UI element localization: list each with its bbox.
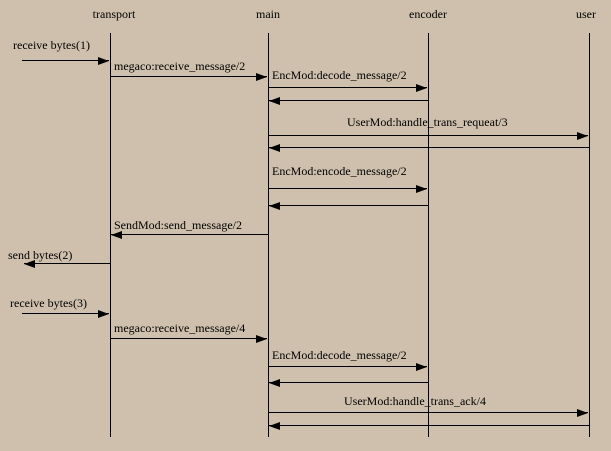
message-label-main-to-user: UserMod:handle_trans_ack/4 <box>344 394 486 408</box>
arrowhead-left-icon <box>269 143 280 152</box>
actor-label-main: main <box>256 7 280 21</box>
message-line-encoder-to-main <box>269 205 428 206</box>
arrowhead-left-icon <box>269 201 280 210</box>
message-line-main-to-encoder <box>268 87 427 88</box>
message-line-user-to-main <box>269 425 589 426</box>
message-line-main-to-user <box>268 412 588 413</box>
actor-label-encoder: encoder <box>409 7 447 21</box>
message-line-encoder-to-main <box>269 100 428 101</box>
lifeline-user <box>589 33 590 437</box>
message-line-transport-to-main <box>110 76 267 77</box>
arrowhead-right-icon <box>577 408 588 417</box>
message-line-transport-to-main <box>110 338 267 339</box>
arrowhead-left-icon <box>269 96 280 105</box>
message-label-main-to-encoder: EncMod:decode_message/2 <box>272 348 407 362</box>
arrowhead-right-icon <box>98 56 109 65</box>
message-line-main-to-transport <box>111 234 268 235</box>
message-line-main-to-user <box>268 135 588 136</box>
actor-label-transport: transport <box>92 7 136 21</box>
message-label-external-to-transport: receive bytes(3) <box>10 296 87 310</box>
message-line-main-to-encoder <box>268 188 427 189</box>
message-line-external-to-transport <box>22 313 109 314</box>
message-label-main-to-transport: SendMod:send_message/2 <box>114 218 242 232</box>
arrowhead-right-icon <box>98 309 109 318</box>
arrowhead-left-icon <box>269 421 280 430</box>
message-label-transport-to-external: send bytes(2) <box>8 248 73 262</box>
message-line-encoder-to-main <box>269 382 428 383</box>
arrowhead-right-icon <box>416 83 427 92</box>
arrowhead-right-icon <box>256 334 267 343</box>
lifeline-encoder <box>428 33 429 437</box>
message-label-main-to-encoder: EncMod:decode_message/2 <box>272 68 407 82</box>
message-line-main-to-encoder <box>268 366 427 367</box>
message-label-transport-to-main: megaco:receive_message/4 <box>114 321 246 335</box>
message-line-user-to-main <box>269 147 589 148</box>
arrowhead-right-icon <box>416 184 427 193</box>
arrowhead-right-icon <box>416 362 427 371</box>
message-line-external-to-transport <box>22 60 109 61</box>
lifeline-main <box>268 33 269 437</box>
message-label-transport-to-main: megaco:receive_message/2 <box>114 59 246 73</box>
arrowhead-right-icon <box>577 131 588 140</box>
message-label-external-to-transport: receive bytes(1) <box>13 38 90 52</box>
arrowhead-right-icon <box>256 72 267 81</box>
message-label-main-to-user: UserMod:handle_trans_requeat/3 <box>347 115 508 129</box>
arrowhead-left-icon <box>24 259 35 268</box>
message-label-main-to-encoder: EncMod:encode_message/2 <box>272 164 407 178</box>
arrowhead-left-icon <box>269 378 280 387</box>
message-line-transport-to-external <box>24 263 110 264</box>
lifeline-transport <box>110 33 111 437</box>
actor-label-user: user <box>576 7 596 21</box>
arrowhead-left-icon <box>111 230 122 239</box>
